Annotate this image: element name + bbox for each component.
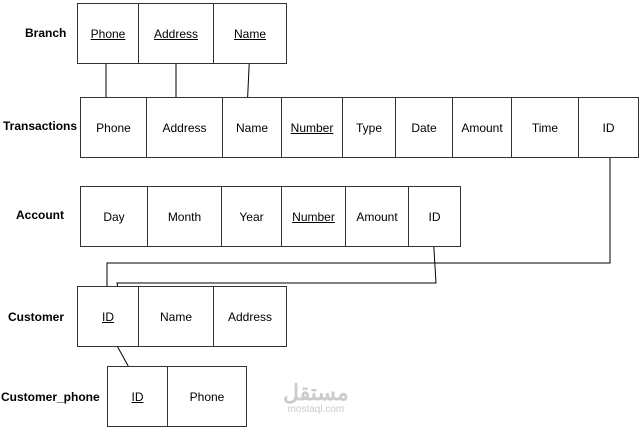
watermark: مستقل mostaql.com [283,380,349,416]
field-address: Address [139,4,214,63]
table-label-branch: Branch [25,26,67,40]
field-phone: Phone [189,389,225,404]
field-amount: Amount [453,98,512,157]
field-id: ID [108,367,168,426]
table-customer: ID Name Address [77,286,287,347]
field-day: Day [81,187,148,246]
fk-arrow-transactions-id [103,143,611,301]
table-label-transactions: Transactions [3,119,78,133]
field-id: ID [78,287,139,346]
field-number: Number [282,98,343,157]
watermark-latin: mostaql.com [287,404,345,415]
field-phone: Phone [81,98,147,157]
field-id: ID [602,120,615,135]
table-label-customer: Customer [8,310,65,324]
field-date: Date [396,98,453,157]
field-address: Address [227,309,273,324]
watermark-arabic: مستقل [283,380,349,405]
table-label-customer-phone: Customer_phone [1,390,100,404]
table-customer-phone: ID Phone [107,366,247,427]
table-label-account: Account [16,208,64,222]
field-address: Address [147,98,223,157]
field-name: Name [139,287,214,346]
table-account: Day Month Year Number Amount ID [80,186,461,247]
table-transactions: Phone Address Name Number Type Date Amou… [80,97,639,158]
field-id: ID [428,209,441,224]
field-name: Name [223,98,282,157]
table-branch: Phone Address Name [77,3,287,64]
field-amount: Amount [346,187,409,246]
field-name: Name [233,26,266,41]
field-year: Year [222,187,282,246]
field-phone: Phone [78,4,139,63]
field-month: Month [148,187,222,246]
field-time: Time [512,98,579,157]
field-number: Number [282,187,346,246]
field-type: Type [343,98,396,157]
